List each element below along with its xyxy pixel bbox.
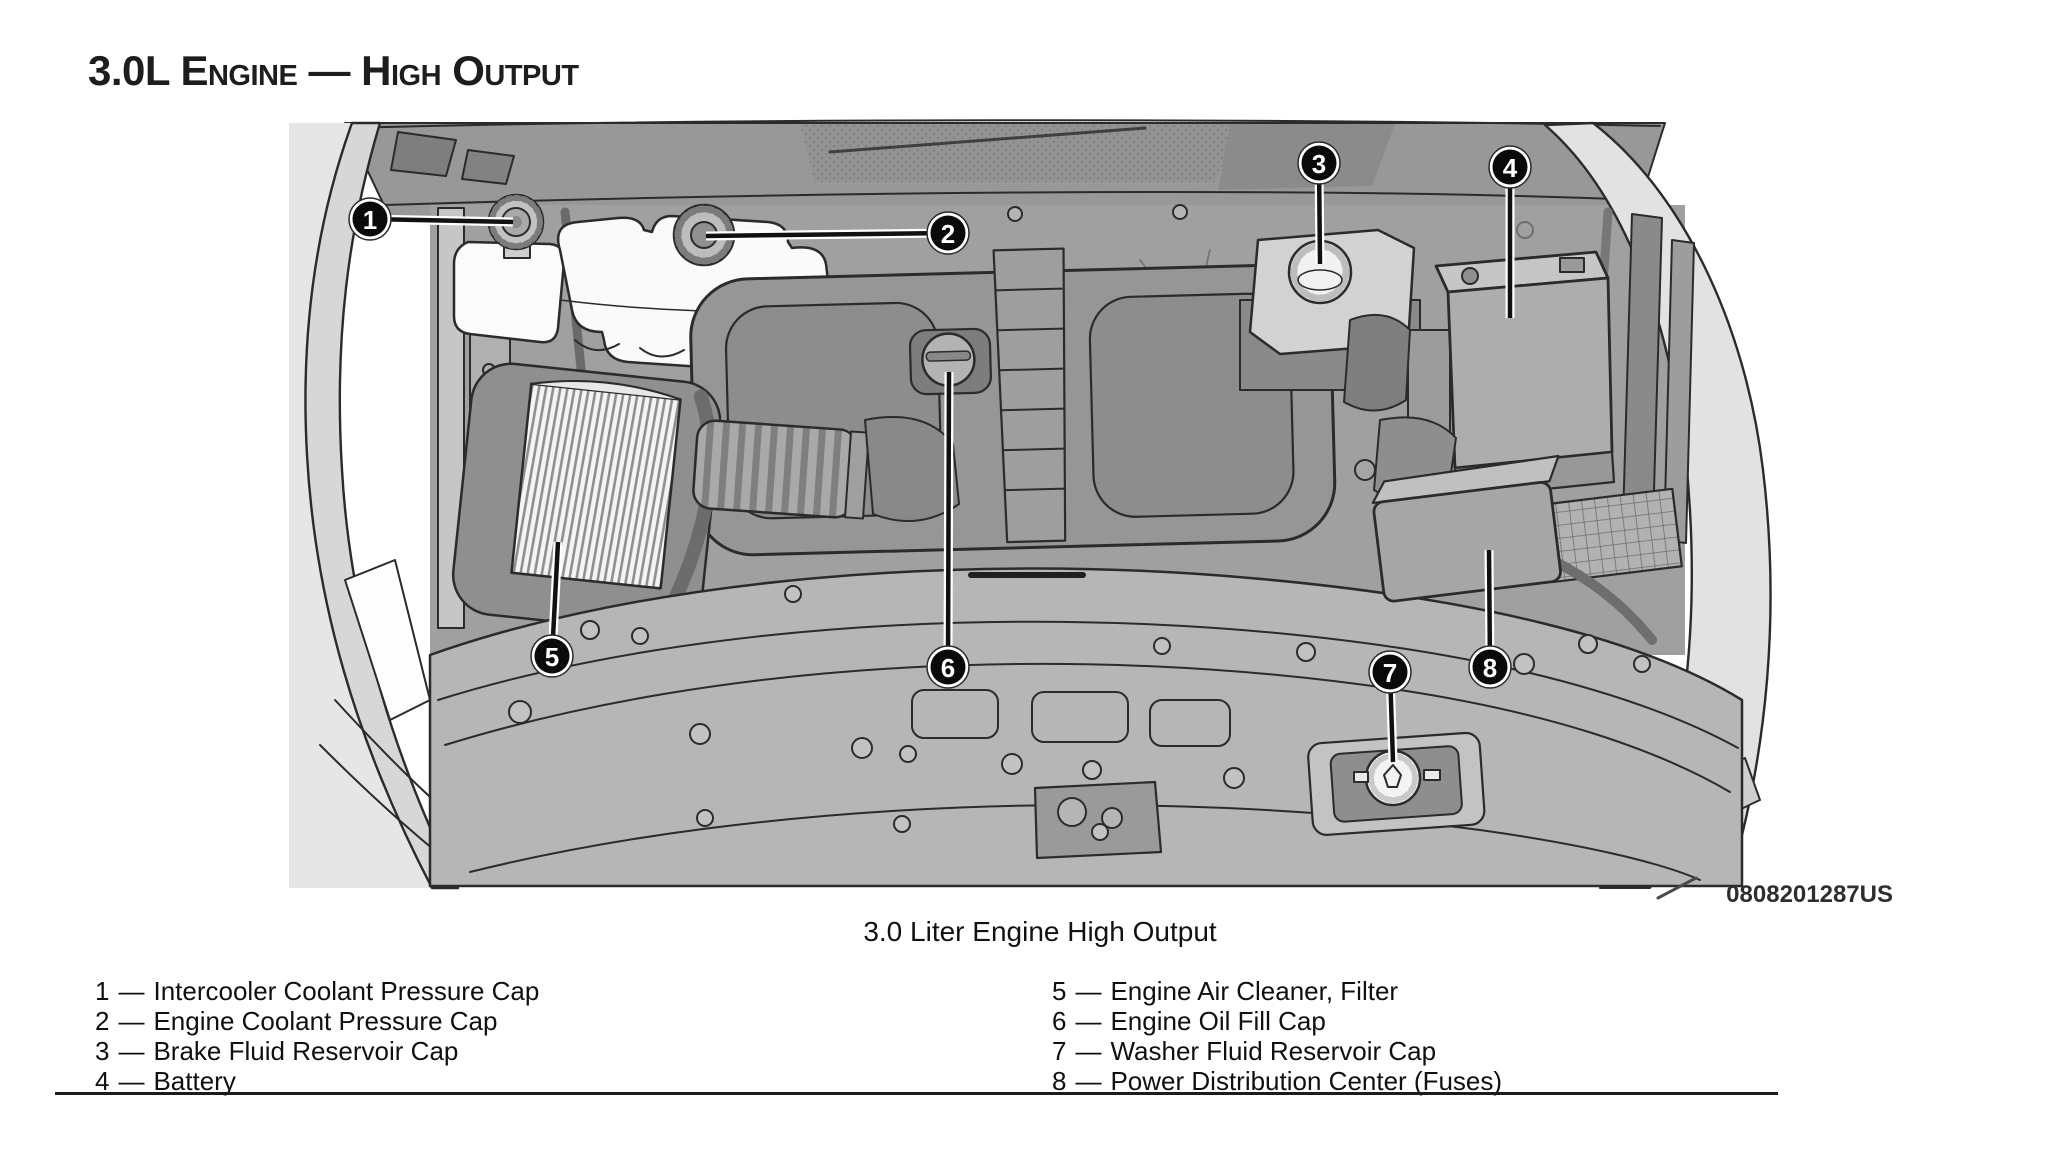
legend-item-number: 3	[95, 1036, 110, 1066]
page-divider	[55, 1092, 1778, 1095]
figure-watermark-id: 0808201287US	[1726, 881, 1893, 905]
callout-number: 3	[1312, 149, 1326, 179]
air-filter-element	[510, 382, 682, 590]
callout-badge-1: 1	[348, 197, 392, 241]
callout-badge-disc	[352, 201, 388, 237]
engine-bay-illustration: 0808201287US 1 2 3 4 5 6 7 8	[289, 119, 1893, 905]
callout-leader-2	[705, 230, 949, 239]
legend-item-label: Intercooler Coolant Pressure Cap	[153, 976, 540, 1006]
wiper-arm	[828, 126, 1147, 154]
callout-leader-6	[945, 371, 952, 668]
figure-caption: 3.0 Liter Engine High Output	[863, 916, 1217, 947]
legend-item-2: 2 — Engine Coolant Pressure Cap	[95, 1006, 539, 1036]
legend-item-1: 1 — Intercooler Coolant Pressure Cap	[95, 976, 539, 1006]
legend-item-label: Engine Air Cleaner, Filter	[1110, 976, 1399, 1006]
legend-column-right: 5 — Engine Air Cleaner, Filter 6 — Engine Oil…	[1052, 976, 1502, 1096]
legend-item-number: 6	[1052, 1006, 1067, 1036]
legend-column-left: 1 — Intercooler Coolant Pressure Cap 2 — Engi…	[95, 976, 539, 1096]
callout-badge-disc	[1472, 649, 1508, 685]
legend-item-separator: —	[118, 1006, 145, 1036]
callout-number: 7	[1383, 658, 1397, 688]
legend-item-number: 5	[1052, 976, 1067, 1006]
cover-rib-strip	[992, 247, 1067, 544]
power-distribution-center	[1371, 454, 1683, 645]
callout-number: 1	[363, 205, 377, 235]
hood-latch	[1033, 780, 1163, 860]
engine-bay-art: 0808201287US	[289, 119, 1893, 905]
intercooler-coolant-cap	[487, 193, 545, 251]
legend-item-number: 1	[95, 976, 110, 1006]
legend-item-6: 6 — Engine Oil Fill Cap	[1052, 1006, 1502, 1036]
legend-item-8: 8 — Power Distribution Center (Fuses)	[1052, 1066, 1502, 1096]
callout-badge-5: 5	[530, 634, 574, 678]
callout-badge-3: 3	[1297, 141, 1341, 185]
legend-item-separator: —	[1075, 1006, 1102, 1036]
callout-leader-1	[369, 216, 514, 225]
legend-item-7: 7 — Washer Fluid Reservoir Cap	[1052, 1036, 1502, 1066]
callout-badge-7: 7	[1368, 650, 1412, 694]
legend-item-label: Brake Fluid Reservoir Cap	[153, 1036, 459, 1066]
engine-oil-fill-cap	[921, 332, 976, 387]
callout-badge-disc	[534, 638, 570, 674]
callout-badge-disc	[1301, 145, 1337, 181]
legend-item-label: Power Distribution Center (Fuses)	[1110, 1066, 1503, 1096]
callout-number: 8	[1483, 653, 1497, 683]
callout-layer: 1 2 3 4 5 6 7 8	[348, 141, 1532, 763]
cowl-panel	[344, 119, 1666, 219]
callout-badge-disc	[1492, 149, 1528, 185]
callout-number: 2	[941, 219, 955, 249]
callout-badge-6: 6	[926, 645, 970, 689]
legend-item-number: 2	[95, 1006, 110, 1036]
legend-item-5: 5 — Engine Air Cleaner, Filter	[1052, 976, 1502, 1006]
engine-figure: 0808201287US 1 2 3 4 5 6 7 8	[285, 85, 1905, 905]
legend-item-number: 8	[1052, 1066, 1067, 1096]
left-fender	[289, 121, 506, 890]
legend-item-label: Washer Fluid Reservoir Cap	[1110, 1036, 1437, 1066]
callout-number: 5	[545, 642, 559, 672]
callout-number: 6	[941, 653, 955, 683]
legend-item-separator: —	[118, 1066, 145, 1096]
legend-item-number: 7	[1052, 1036, 1067, 1066]
legend-item-separator: —	[1075, 1066, 1102, 1096]
callout-badge-disc	[930, 215, 966, 251]
callout-badge-disc	[930, 649, 966, 685]
callout-number: 4	[1503, 153, 1518, 183]
legend-item-separator: —	[1075, 976, 1102, 1006]
callout-badge-disc	[1372, 654, 1408, 690]
legend-item-separator: —	[118, 976, 145, 1006]
air-cleaner	[451, 362, 960, 634]
front-support-panel	[428, 567, 1744, 888]
callout-badge-4: 4	[1488, 145, 1532, 189]
battery	[1407, 207, 1616, 500]
callout-badge-8: 8	[1468, 645, 1512, 689]
legend-item-separator: —	[1075, 1036, 1102, 1066]
hood-hinge-bracket	[390, 131, 457, 177]
page-title: 3.0L Engine — High Output	[88, 47, 579, 95]
legend-item-label: Engine Oil Fill Cap	[1110, 1006, 1326, 1036]
legend-item-4: 4 — Battery	[95, 1066, 539, 1096]
intake-duct	[692, 419, 858, 519]
legend-item-separator: —	[118, 1036, 145, 1066]
callout-badge-2: 2	[926, 211, 970, 255]
legend-item-label: Engine Coolant Pressure Cap	[153, 1006, 498, 1036]
legend-item-label: Battery	[153, 1066, 236, 1096]
legend-item-3: 3 — Brake Fluid Reservoir Cap	[95, 1036, 539, 1066]
legend-item-number: 4	[95, 1066, 110, 1096]
